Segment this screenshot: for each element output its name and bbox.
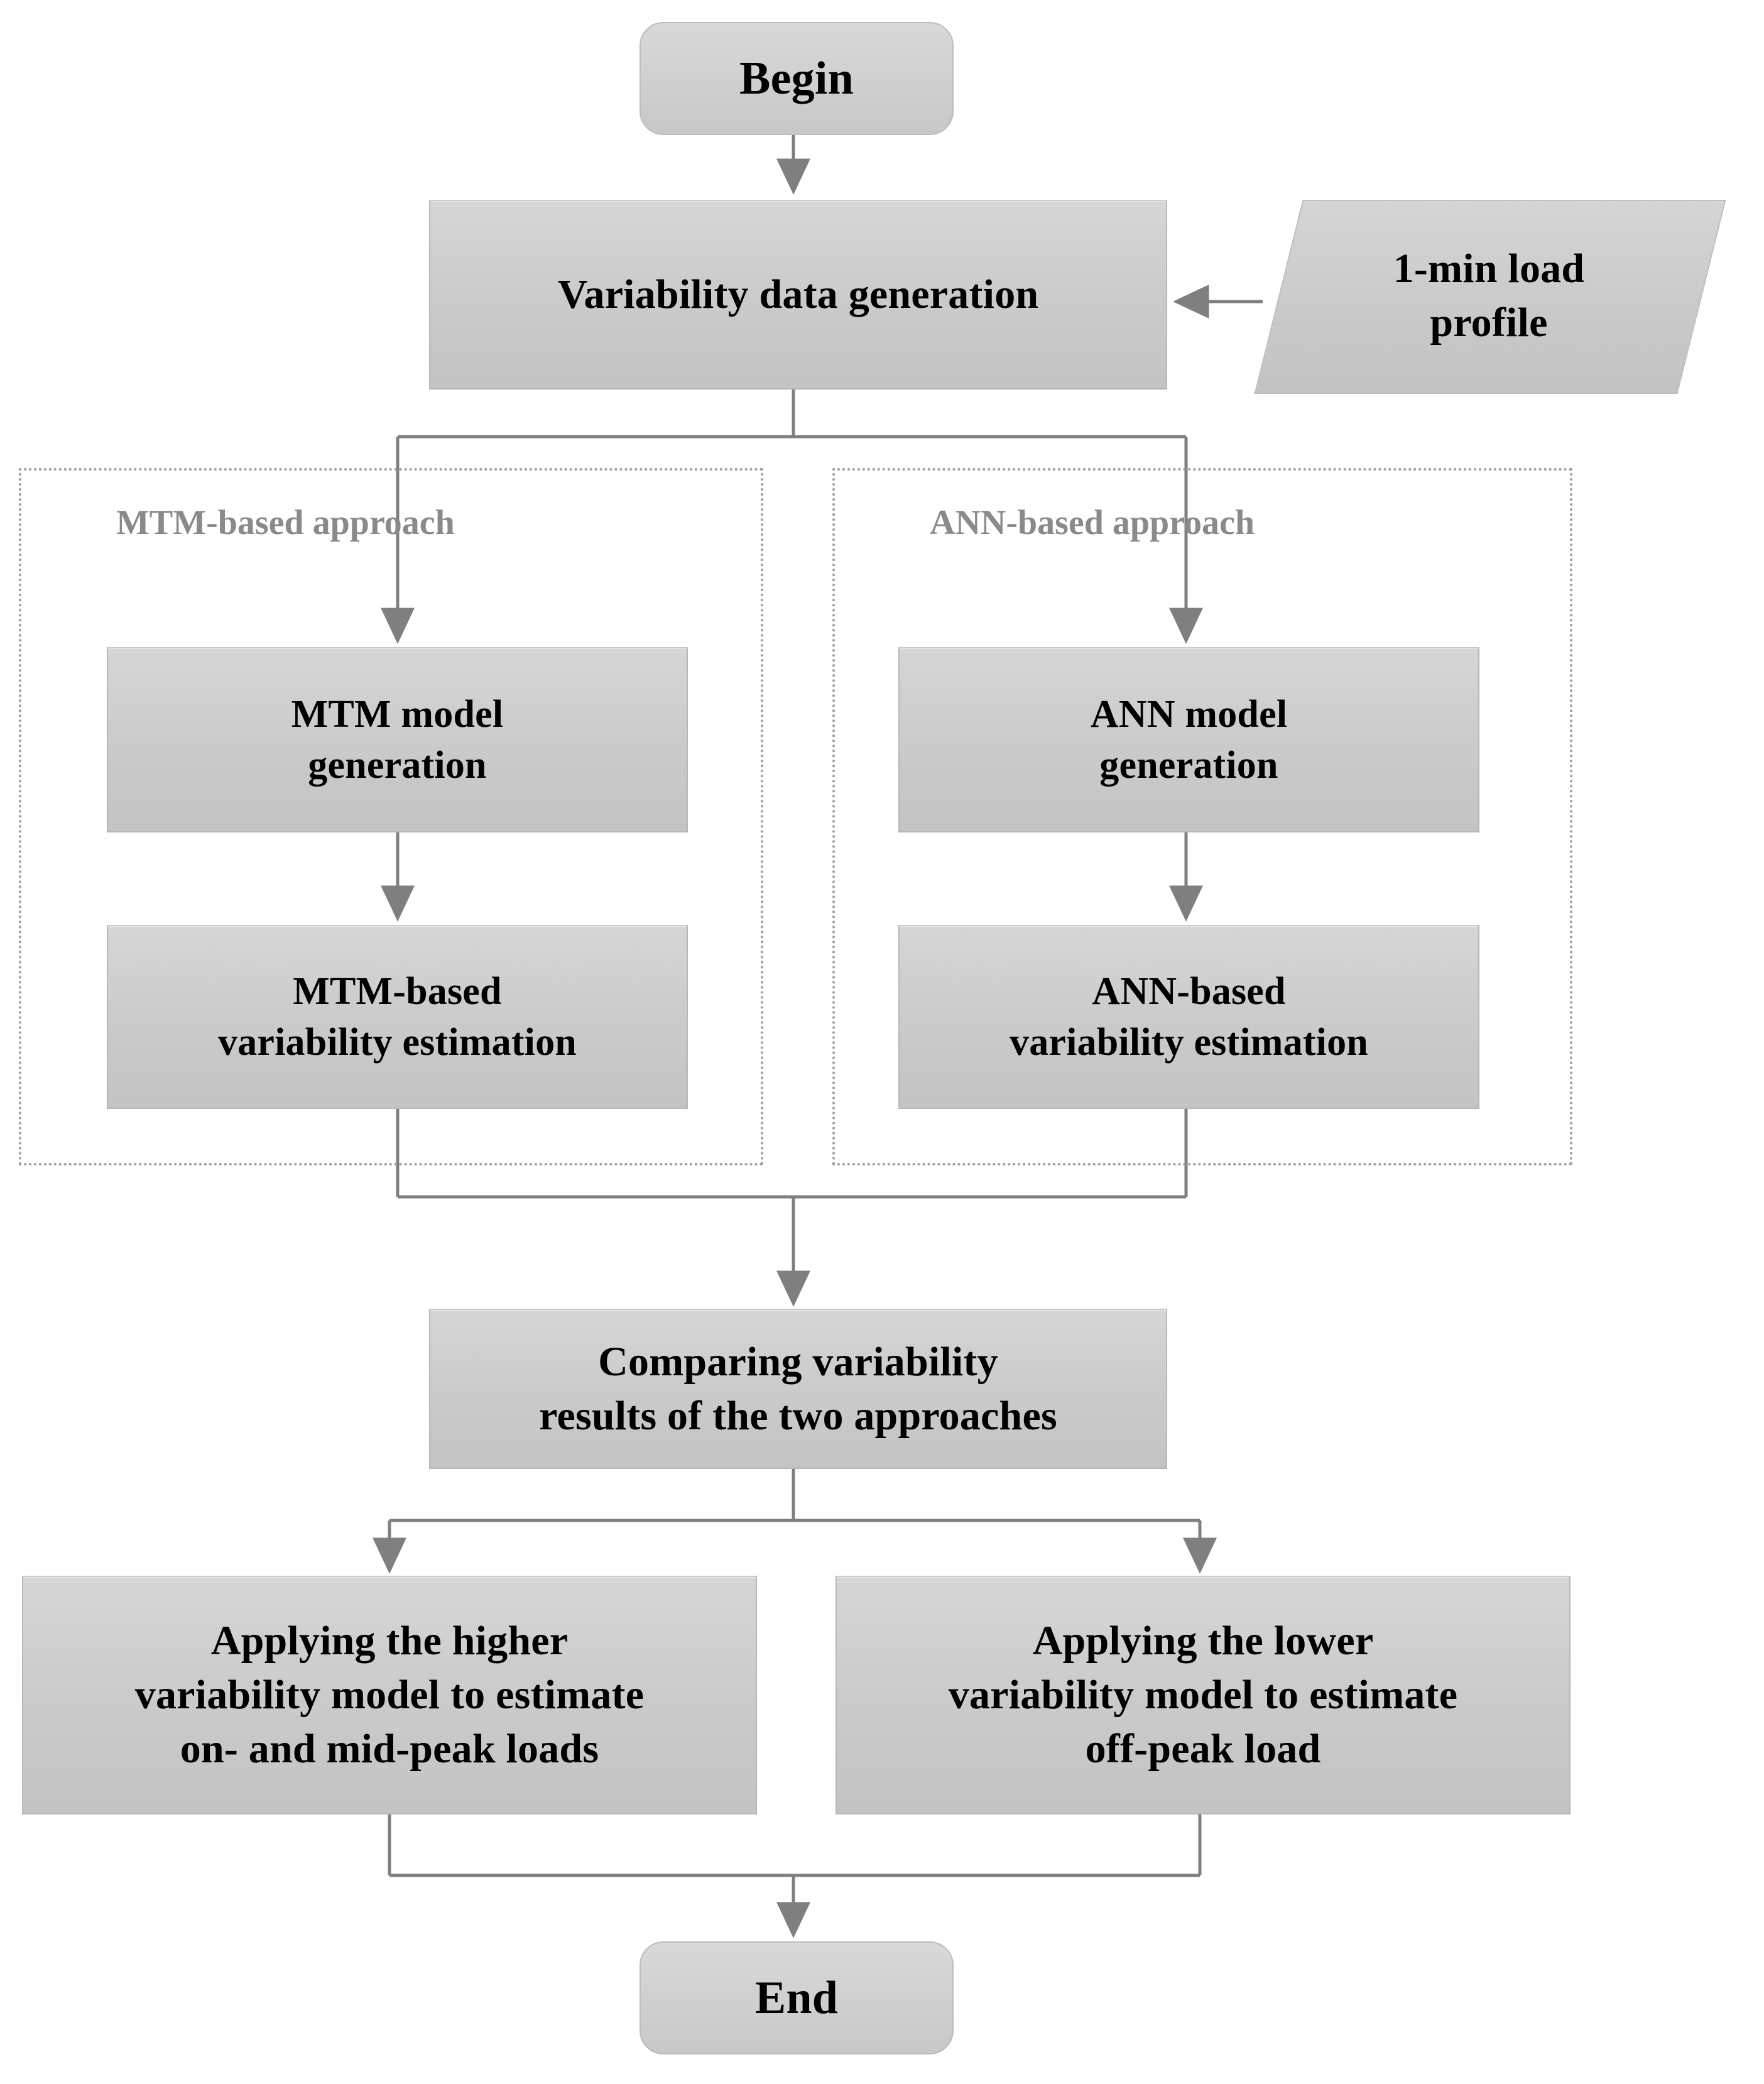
node-apply-lower-variability-label-line2: variability model to estimate	[948, 1672, 1458, 1718]
node-load-profile-label-line1: 1-min load	[1393, 245, 1585, 292]
group-label-mtm: MTM-based approach	[116, 503, 455, 542]
node-ann-model-generation-label-line1: ANN model	[1090, 692, 1288, 736]
node-variability-data-generation-label: Variability data generation	[557, 271, 1039, 318]
node-comparing-results-label-line2: results of the two approaches	[539, 1392, 1057, 1439]
node-load-profile-label-line2: profile	[1430, 299, 1548, 346]
node-variability-data-generation[interactable]: Variability data generation	[429, 200, 1167, 390]
node-apply-lower-variability[interactable]: Applying the lower variability model to …	[836, 1576, 1571, 1814]
node-apply-higher-variability-label-line1: Applying the higher	[210, 1618, 569, 1664]
node-begin-label: Begin	[739, 52, 854, 104]
node-end-label: End	[754, 1972, 839, 2024]
node-mtm-model-generation-label-line2: generation	[308, 743, 487, 787]
node-ann-variability-estimation-label-line1: ANN-based	[1092, 969, 1286, 1013]
node-comparing-results-label-line1: Comparing variability	[598, 1338, 998, 1385]
node-mtm-variability-estimation-label-line2: variability estimation	[218, 1020, 577, 1064]
node-apply-lower-variability-label-line1: Applying the lower	[1032, 1618, 1374, 1664]
node-end[interactable]: End	[640, 1941, 954, 2054]
node-ann-variability-estimation[interactable]: ANN-based variability estimation	[898, 925, 1479, 1109]
group-label-ann: ANN-based approach	[930, 503, 1255, 542]
node-apply-higher-variability[interactable]: Applying the higher variability model to…	[22, 1576, 757, 1814]
node-mtm-model-generation[interactable]: MTM model generation	[107, 647, 688, 832]
node-ann-model-generation-label-line2: generation	[1099, 743, 1278, 787]
node-mtm-variability-estimation[interactable]: MTM-based variability estimation	[107, 925, 688, 1109]
node-begin[interactable]: Begin	[640, 22, 954, 135]
group-ann-based-approach	[832, 468, 1572, 1165]
node-ann-variability-estimation-label-line2: variability estimation	[1010, 1020, 1368, 1064]
node-ann-model-generation[interactable]: ANN model generation	[898, 647, 1479, 832]
node-apply-higher-variability-label-line2: variability model to estimate	[134, 1672, 645, 1718]
node-apply-lower-variability-label-line3: off-peak load	[1085, 1725, 1321, 1772]
node-comparing-results[interactable]: Comparing variability results of the two…	[429, 1309, 1167, 1469]
group-mtm-based-approach	[19, 468, 763, 1165]
node-mtm-variability-estimation-label-line1: MTM-based	[293, 969, 502, 1013]
node-apply-higher-variability-label-line3: on- and mid-peak loads	[180, 1725, 599, 1772]
node-load-profile[interactable]: 1-min load profile	[1254, 200, 1726, 394]
node-mtm-model-generation-label-line1: MTM model	[291, 692, 504, 736]
